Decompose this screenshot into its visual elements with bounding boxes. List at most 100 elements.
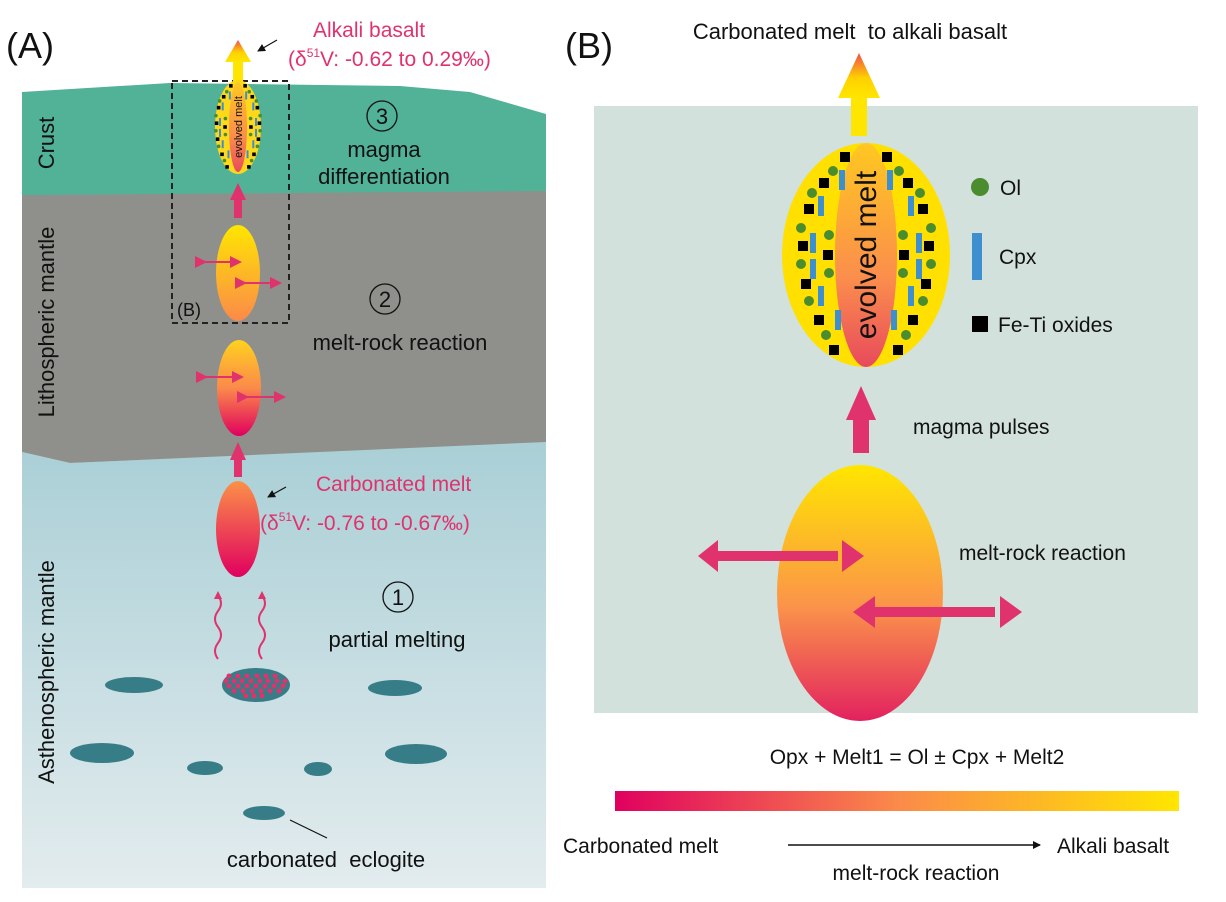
- melt-droplet: [231, 688, 237, 694]
- evolved-melt-chamber: evolved melt: [782, 143, 950, 367]
- stage-3-line2: differentiation: [318, 164, 450, 189]
- clinopyroxene-grain: [835, 310, 841, 330]
- inset-label: (B): [177, 300, 201, 320]
- melt-droplet: [251, 693, 257, 699]
- fe-ti-oxide-grain: [221, 94, 226, 99]
- fe-ti-oxide-grain: [255, 105, 260, 110]
- panel-b: (B) Carbonated melt to alkali basalt evo…: [563, 19, 1198, 885]
- fe-ti-oxide-grain: [814, 315, 824, 325]
- melt-droplet: [262, 683, 268, 689]
- melt-droplet: [235, 673, 241, 679]
- magma-pulses-label: magma pulses: [913, 416, 1050, 439]
- diffusion-arrow-right: [853, 596, 1022, 628]
- stage-3: 3 magma differentiation: [318, 100, 450, 189]
- olivine-grain: [217, 99, 222, 103]
- clinopyroxene-grain: [246, 150, 249, 159]
- carbonated-melt-title: Carbonated melt: [316, 473, 471, 496]
- olivine-grain: [223, 116, 228, 121]
- fe-ti-oxide-grain: [257, 121, 262, 126]
- melt-droplet: [226, 683, 232, 689]
- olivine-grain: [901, 330, 911, 340]
- melt-droplet: [267, 688, 273, 694]
- carbonated-melt-delta: (δ51V: -0.76 to -0.67‰): [260, 510, 470, 535]
- melt-droplet: [248, 678, 254, 684]
- reaction-equation: Opx + Melt1 = Ol ± Cpx + Melt2: [770, 746, 1065, 769]
- clinopyroxene-grain: [887, 170, 893, 190]
- melt-droplet: [239, 678, 245, 684]
- clinopyroxene-grain: [218, 128, 221, 137]
- melt-droplet: [258, 688, 264, 694]
- melt-droplet: [249, 688, 255, 694]
- olivine-grain: [926, 223, 936, 233]
- melt-droplet: [280, 683, 286, 689]
- fe-ti-oxide-grain: [918, 204, 928, 214]
- olivine-grain: [898, 230, 908, 240]
- olivine-grain: [898, 268, 908, 278]
- legend-item-ol: Ol: [971, 177, 1021, 200]
- olivine-grain: [214, 113, 218, 118]
- clinopyroxene-grain: [916, 233, 922, 253]
- melt-droplet: [240, 688, 246, 694]
- clinopyroxene-grain: [818, 196, 824, 216]
- scale-start-label: Carbonated melt: [563, 835, 718, 858]
- clinopyroxene-grain: [228, 91, 231, 100]
- svg-text:Ol: Ol: [1000, 177, 1021, 200]
- stage-1-label: partial melting: [329, 627, 466, 652]
- olivine-grain: [824, 268, 834, 278]
- scale-arrow-label: melt-rock reaction: [833, 862, 1000, 885]
- clinopyroxene-grain: [891, 310, 897, 330]
- olivine-grain: [248, 116, 253, 121]
- clinopyroxene-grain: [818, 286, 824, 306]
- fe-ti-oxide-swatch-icon: [972, 316, 988, 332]
- fe-ti-oxide-grain: [216, 105, 221, 110]
- melt-droplet: [226, 673, 232, 679]
- fe-ti-oxide-grain: [829, 345, 839, 355]
- fe-ti-oxide-grain: [243, 84, 247, 88]
- fe-ti-oxide-grain: [819, 178, 829, 188]
- clinopyroxene-grain: [810, 233, 816, 253]
- alkali-basalt-arrow: [225, 40, 251, 88]
- stage-1: 1 partial melting: [329, 581, 466, 652]
- olivine-grain: [926, 259, 936, 269]
- stage-2: 2 melt-rock reaction: [313, 283, 487, 355]
- fe-ti-oxide-grain: [903, 178, 913, 188]
- olivine-grain: [254, 99, 259, 103]
- asthenospheric-mantle-label: Asthenospheric mantle: [34, 560, 59, 784]
- olivine-grain: [222, 158, 227, 163]
- panel-a: (A) Crust Lithospheric mantle Asthenosph…: [6, 19, 546, 888]
- mineral-legend: Ol Cpx Fe-Ti oxides: [971, 177, 1113, 337]
- partial-melting-wavy-arrows: [214, 591, 266, 660]
- clinopyroxene-grain: [908, 286, 914, 306]
- melt-rock-reaction-label: melt-rock reaction: [959, 542, 1126, 565]
- svg-text:Cpx: Cpx: [999, 246, 1037, 269]
- fe-ti-oxide-grain: [804, 204, 814, 214]
- clinopyroxene-grain: [252, 102, 255, 111]
- clinopyroxene-grain: [221, 102, 224, 111]
- evolved-melt-label: evolved melt: [850, 170, 883, 339]
- melt-droplet: [254, 673, 260, 679]
- fe-ti-oxide-grain: [823, 250, 833, 260]
- olivine-grain: [258, 113, 262, 118]
- olivine-grain: [214, 128, 218, 133]
- melt-droplet: [274, 678, 280, 684]
- svg-text:Fe-Ti oxides: Fe-Ti oxides: [998, 314, 1113, 337]
- olivine-grain: [804, 296, 814, 306]
- olivine-grain: [249, 158, 254, 163]
- melt-droplet: [265, 678, 271, 684]
- melt-droplet: [223, 678, 229, 684]
- olivine-grain: [796, 223, 806, 233]
- melt-pocket-upper: [195, 225, 282, 321]
- olivine-grain: [828, 166, 838, 176]
- olivine-grain: [248, 132, 253, 137]
- fe-ti-oxide-grain: [908, 315, 918, 325]
- olivine-grain: [255, 144, 260, 149]
- fe-ti-oxide-grain: [247, 165, 251, 169]
- lithospheric-mantle-label: Lithospheric mantle: [34, 227, 59, 418]
- fe-ti-oxide-grain: [249, 125, 253, 129]
- fe-ti-oxide-grain: [801, 279, 811, 289]
- panel-a-label: (A): [6, 25, 54, 66]
- legend-item-cpx: Cpx: [972, 233, 1037, 280]
- fe-ti-oxide-grain: [798, 241, 808, 251]
- clinopyroxene-grain: [252, 140, 255, 149]
